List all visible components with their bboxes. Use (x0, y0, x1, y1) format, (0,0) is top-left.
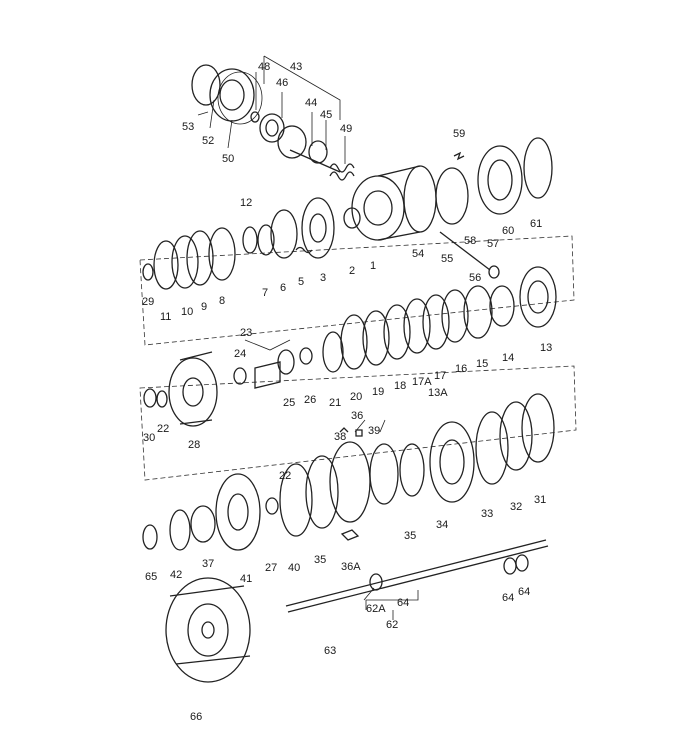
callout-1: 1 (370, 260, 376, 272)
callout-14: 14 (502, 352, 514, 364)
callout-29: 29 (142, 296, 154, 308)
callout-48: 48 (258, 61, 270, 73)
callout-34: 34 (436, 519, 448, 531)
callout-64-right: 64 (518, 586, 530, 598)
callout-40: 40 (288, 562, 300, 574)
callout-22-lower: 22 (279, 470, 291, 482)
callout-27: 27 (265, 562, 277, 574)
callout-58: 58 (464, 235, 476, 247)
callout-64-left: 64 (502, 592, 514, 604)
callout-45: 45 (320, 109, 332, 121)
callout-33: 33 (481, 508, 493, 520)
shaft-and-converter (165, 539, 549, 683)
callout-66: 66 (190, 711, 202, 723)
callout-13: 13 (540, 342, 552, 354)
callout-61: 61 (530, 218, 542, 230)
callout-13a: 13A (428, 387, 448, 399)
callout-57: 57 (487, 238, 499, 250)
callout-20: 20 (350, 391, 362, 403)
callout-36a: 36A (341, 561, 361, 573)
callout-60: 60 (502, 225, 514, 237)
callout-19: 19 (372, 386, 384, 398)
callout-50: 50 (222, 153, 234, 165)
callout-43: 43 (290, 61, 302, 73)
callout-28: 28 (188, 439, 200, 451)
callout-62: 62 (386, 619, 398, 631)
group-frames (139, 235, 577, 481)
callout-10: 10 (181, 306, 193, 318)
callout-32: 32 (510, 501, 522, 513)
callout-25: 25 (283, 397, 295, 409)
callout-5: 5 (298, 276, 304, 288)
callout-6: 6 (280, 282, 286, 294)
callout-35-left: 35 (314, 554, 326, 566)
callout-49: 49 (340, 123, 352, 135)
callout-9: 9 (201, 301, 207, 313)
callout-17a: 17A (412, 376, 432, 388)
callout-15: 15 (476, 358, 488, 370)
callout-16: 16 (455, 363, 467, 375)
callout-41: 41 (240, 573, 252, 585)
callout-63: 63 (324, 645, 336, 657)
lower-row (142, 393, 555, 551)
callout-64-mid: 64 (397, 597, 409, 609)
callout-12: 12 (240, 197, 252, 209)
callout-55: 55 (441, 253, 453, 265)
callout-46: 46 (276, 77, 288, 89)
callout-65: 65 (145, 571, 157, 583)
callout-44: 44 (305, 97, 317, 109)
callout-56: 56 (469, 272, 481, 284)
callout-7: 7 (262, 287, 268, 299)
middle-row (143, 347, 313, 427)
callout-23: 23 (240, 327, 252, 339)
callout-53: 53 (182, 121, 194, 133)
callout-42: 42 (170, 569, 182, 581)
callout-30: 30 (143, 432, 155, 444)
top-assembly (191, 64, 553, 279)
callout-39: 39 (368, 425, 380, 437)
callout-26: 26 (304, 394, 316, 406)
callout-21: 21 (329, 397, 341, 409)
clutch-pack-row2 (322, 266, 557, 373)
callout-8: 8 (219, 295, 225, 307)
callout-labels: 1 2 3 5 6 7 8 9 10 11 12 13 13A 14 15 16… (142, 61, 552, 723)
leader-lines (197, 55, 419, 620)
callout-38: 38 (334, 431, 346, 443)
callout-36: 36 (351, 410, 363, 422)
callout-2: 2 (349, 265, 355, 277)
callout-37: 37 (202, 558, 214, 570)
callout-24: 24 (234, 348, 246, 360)
callout-62a: 62A (366, 603, 386, 615)
callout-31: 31 (534, 494, 546, 506)
callout-18: 18 (394, 380, 406, 392)
callout-52: 52 (202, 135, 214, 147)
callout-22-upper: 22 (157, 423, 169, 435)
callout-35-right: 35 (404, 530, 416, 542)
callout-54: 54 (412, 248, 424, 260)
callout-11: 11 (160, 311, 171, 323)
callout-17: 17 (434, 370, 446, 382)
callout-59: 59 (453, 128, 465, 140)
clutch-pack-row1 (142, 197, 335, 290)
callout-3: 3 (320, 272, 326, 284)
